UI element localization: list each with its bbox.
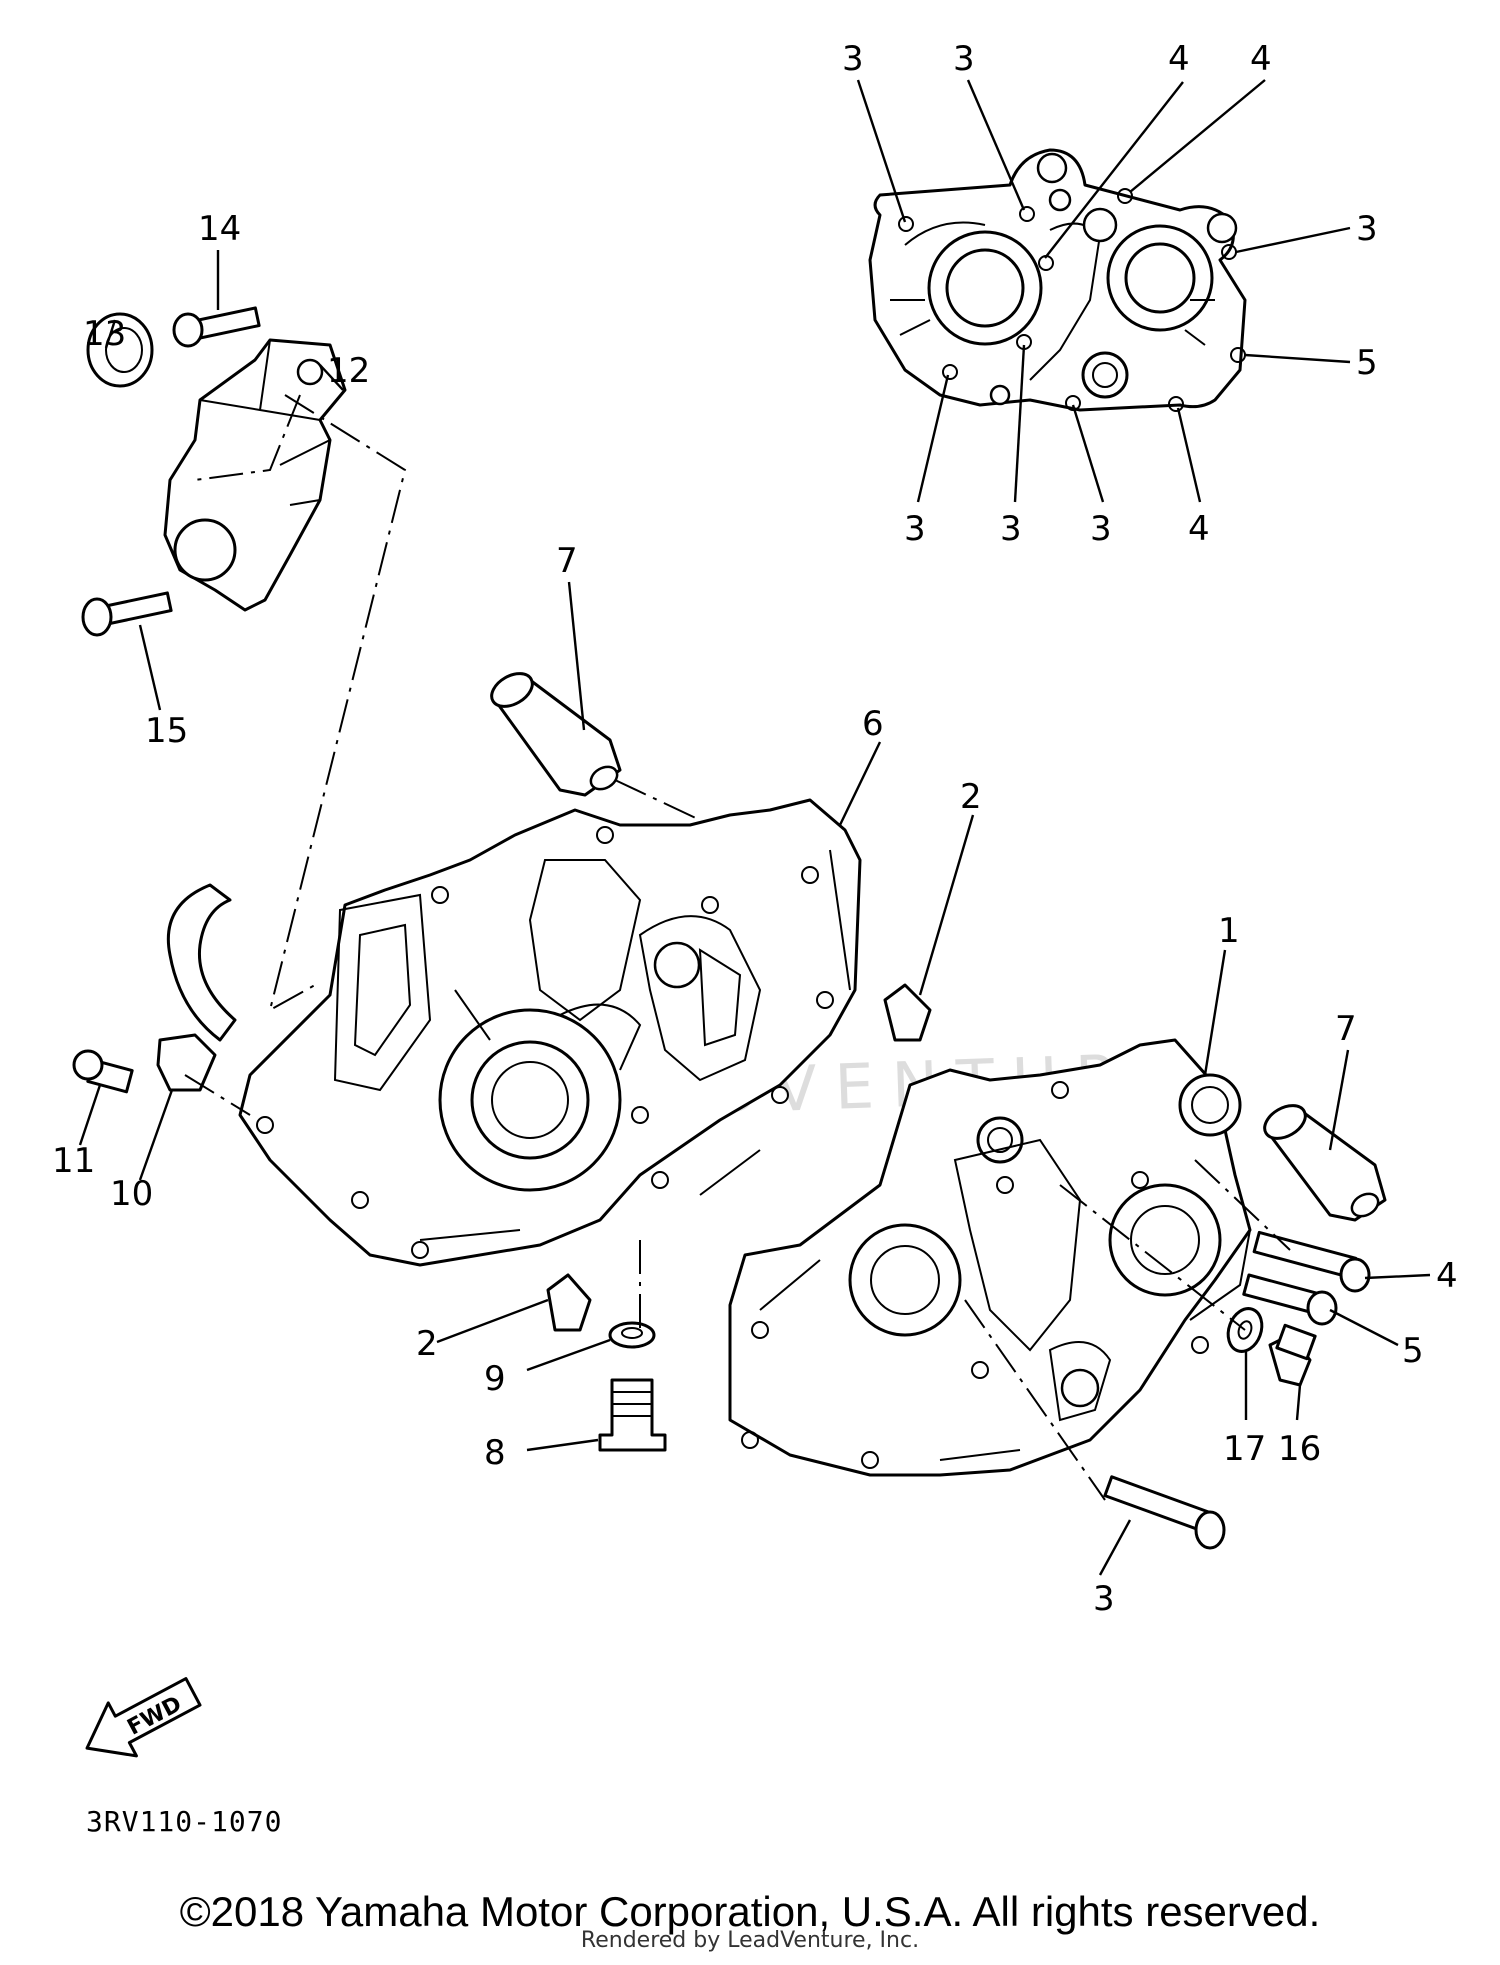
gasket-9 xyxy=(608,1321,656,1349)
copyright-notice: ©2018 Yamaha Motor Corporation, U.S.A. A… xyxy=(179,1888,1321,1935)
callout-13: 13 xyxy=(83,314,126,354)
callout-4-c: 4 xyxy=(1188,509,1210,549)
bolt-5 xyxy=(1242,1273,1338,1326)
callout-16: 16 xyxy=(1278,1429,1321,1469)
callout-4-b: 4 xyxy=(1250,39,1272,79)
callout-3-c: 3 xyxy=(1356,209,1378,249)
callout-5-a: 5 xyxy=(1356,343,1378,383)
crankcase-left xyxy=(238,798,862,1267)
crankcase-inner-view xyxy=(868,148,1247,412)
drawing-code: 3RV110-1070 xyxy=(86,1805,283,1838)
bolt-15 xyxy=(81,591,173,637)
bolt-3-lower xyxy=(1103,1475,1226,1550)
callout-9: 9 xyxy=(484,1359,506,1399)
callout-2-lower: 2 xyxy=(416,1324,438,1364)
retainer-clip xyxy=(156,883,237,1092)
rendered-by-credit: Rendered by LeadVenture, Inc. xyxy=(580,1928,920,1953)
forward-arrow-icon: FWD xyxy=(85,1677,202,1758)
screw-11 xyxy=(72,1049,134,1094)
callout-3-g: 3 xyxy=(1093,1579,1115,1619)
drain-bolt-8 xyxy=(598,1378,667,1452)
oil-seal xyxy=(86,312,154,388)
callout-4-d: 4 xyxy=(1436,1256,1458,1296)
callout-2-upper: 2 xyxy=(960,777,982,817)
callout-7-upper: 7 xyxy=(556,541,578,581)
bolt-14 xyxy=(172,306,261,348)
callout-5-b: 5 xyxy=(1402,1331,1424,1371)
callout-10: 10 xyxy=(110,1174,153,1214)
crankcase-right xyxy=(728,1038,1252,1477)
callout-7-right: 7 xyxy=(1335,1009,1357,1049)
callout-3-b: 3 xyxy=(953,39,975,79)
bolt-16 xyxy=(1268,1323,1317,1387)
leader-lines xyxy=(78,79,1431,1576)
callout-12: 12 xyxy=(327,351,370,391)
bolt-4 xyxy=(1252,1230,1371,1293)
callout-11: 11 xyxy=(52,1141,95,1181)
callout-14: 14 xyxy=(198,209,241,249)
callout-3-e: 3 xyxy=(1000,509,1022,549)
callout-15: 15 xyxy=(145,711,188,751)
dowel-lower xyxy=(546,1273,592,1332)
callout-17: 17 xyxy=(1223,1429,1266,1469)
callout-8: 8 xyxy=(484,1433,506,1473)
pump-cover xyxy=(163,338,347,612)
callout-3-f: 3 xyxy=(1090,509,1112,549)
dowel-pin-upper xyxy=(490,672,622,797)
callout-6: 6 xyxy=(862,704,884,744)
dowel-pin-right xyxy=(1263,1104,1387,1222)
callout-labels: 3 3 4 4 3 5 3 3 3 4 7 6 2 1 7 4 5 17 16 … xyxy=(52,39,1458,1619)
dowel-upper xyxy=(883,983,932,1042)
callout-1: 1 xyxy=(1218,911,1240,951)
callout-3-a: 3 xyxy=(842,39,864,79)
callout-3-d: 3 xyxy=(904,509,926,549)
callout-4-a: 4 xyxy=(1168,39,1190,79)
